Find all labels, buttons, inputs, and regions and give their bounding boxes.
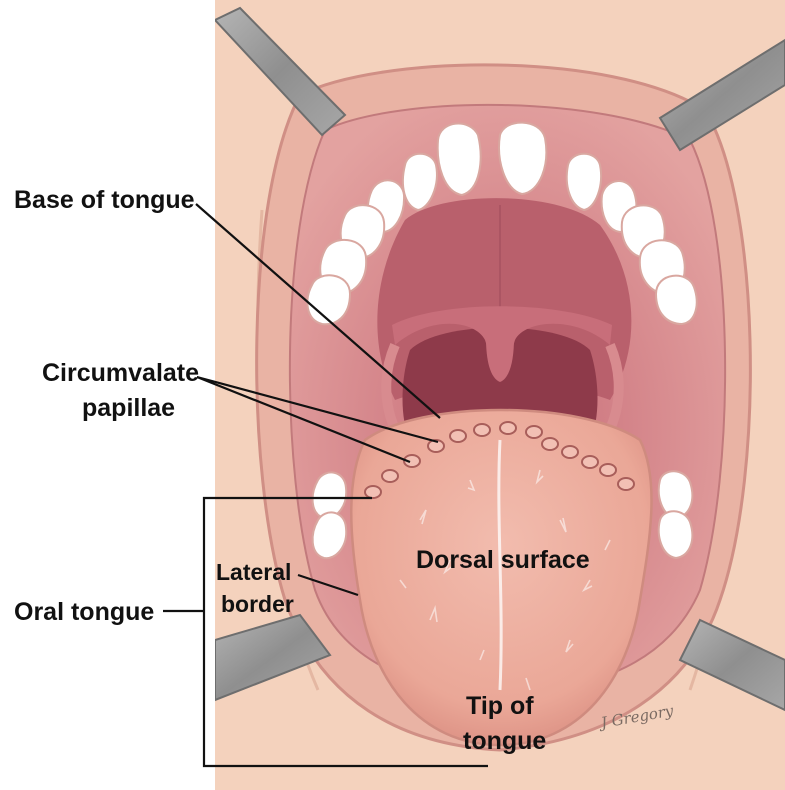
tongue-texture — [399, 469, 611, 691]
label-oral-tongue: Oral tongue — [14, 598, 154, 626]
illustration: J Gregory — [215, 0, 785, 790]
label-dorsal-surface: Dorsal surface — [416, 546, 590, 574]
oral-tongue-bracket — [202, 496, 488, 768]
retractors — [215, 6, 785, 712]
label-tip-of: Tip of — [466, 692, 534, 720]
upper-teeth — [306, 121, 698, 326]
label-border: border — [221, 591, 294, 617]
label-papillae: papillae — [82, 394, 175, 422]
label-tongue: tongue — [463, 727, 546, 755]
label-lateral: Lateral — [216, 559, 291, 585]
label-base-of-tongue: Base of tongue — [14, 186, 195, 214]
circumvalate-papillae — [364, 421, 635, 499]
leader-lines — [163, 203, 488, 768]
median-groove — [497, 439, 503, 691]
labels: Base of tongue Circumvalate papillae Ora… — [14, 186, 590, 755]
lower-teeth — [311, 470, 694, 560]
label-circumvalate: Circumvalate — [42, 359, 199, 387]
uvula — [486, 338, 514, 382]
